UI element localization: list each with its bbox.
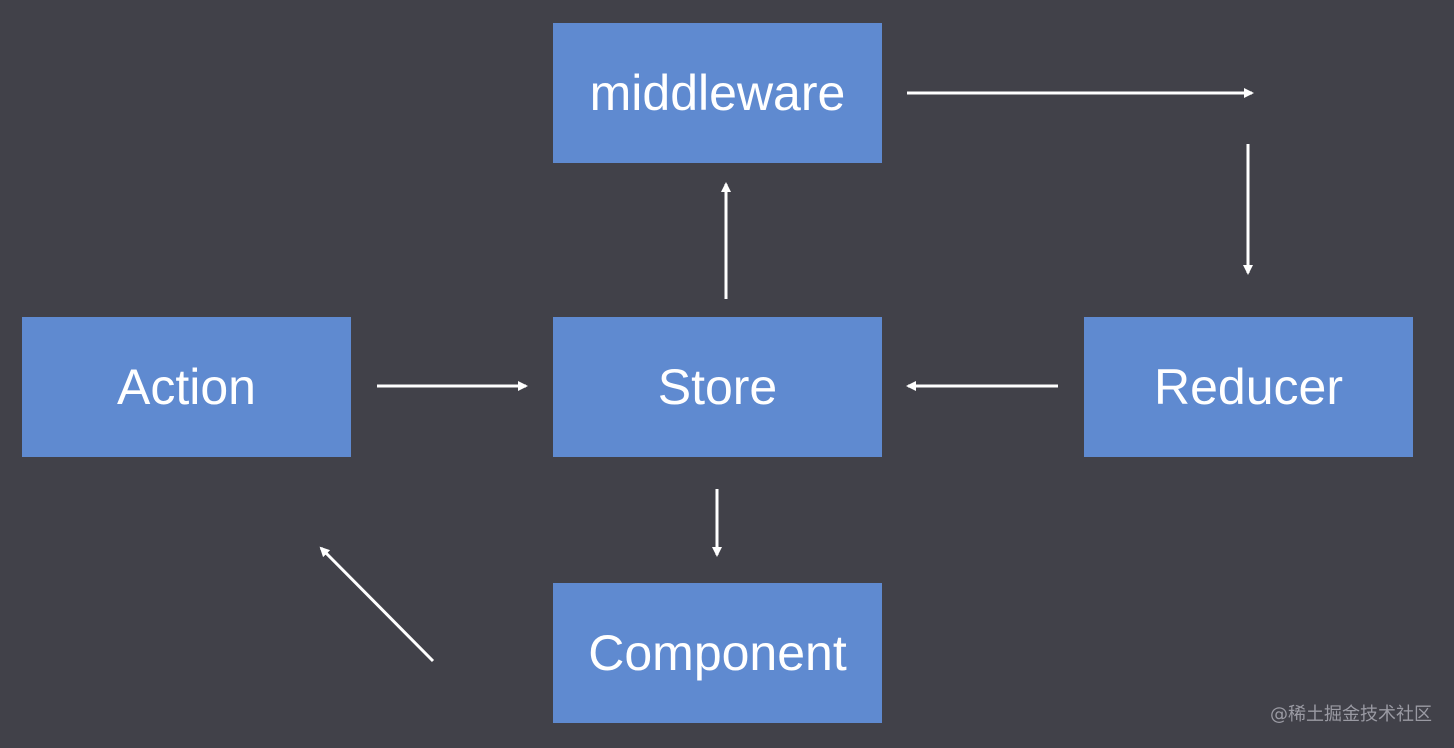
reducer-label: Reducer bbox=[1154, 359, 1343, 415]
store-node: Store bbox=[553, 317, 882, 457]
watermark: @稀土掘金技术社区 bbox=[1270, 704, 1432, 725]
middleware-node: middleware bbox=[553, 23, 882, 163]
store-label: Store bbox=[657, 359, 778, 415]
component-label: Component bbox=[588, 625, 847, 681]
reducer-node: Reducer bbox=[1084, 317, 1413, 457]
action-label: Action bbox=[117, 359, 256, 415]
arrow-component-to-action bbox=[319, 546, 435, 663]
middleware-label: middleware bbox=[589, 65, 846, 121]
action-node: Action bbox=[22, 317, 351, 457]
component-node: Component bbox=[553, 583, 882, 723]
